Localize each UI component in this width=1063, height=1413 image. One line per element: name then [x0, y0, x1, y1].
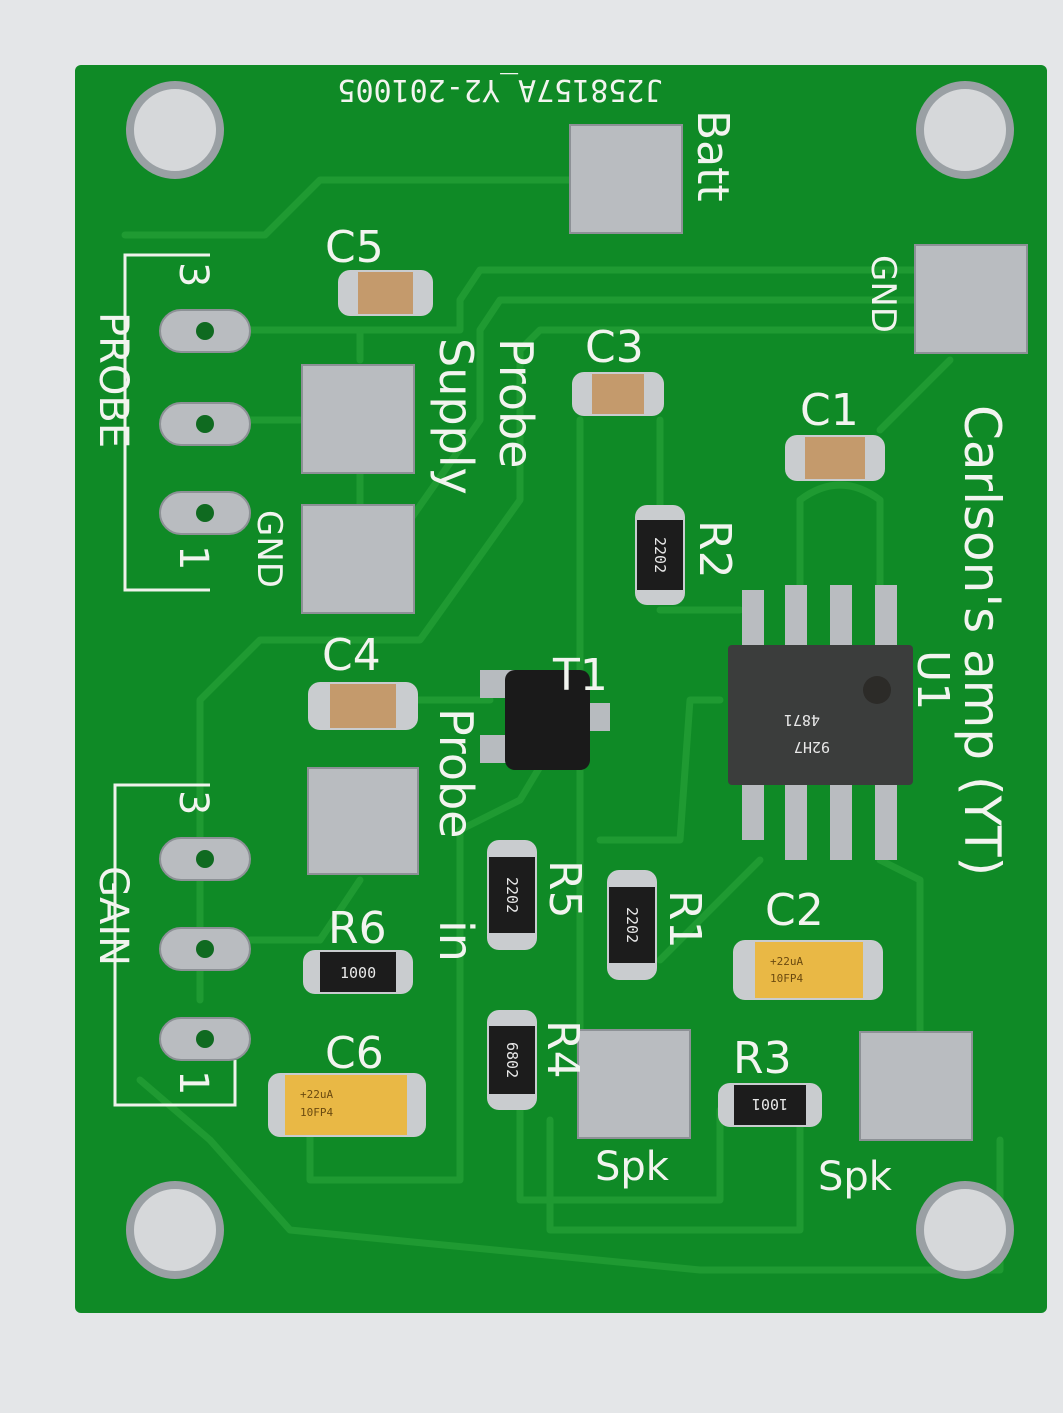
probe-header-pads: [159, 309, 251, 535]
refdes-r1: R1: [659, 890, 710, 949]
refdes-r4: R4: [537, 1020, 588, 1079]
r4-marking: 6802: [503, 1042, 521, 1078]
r6-marking: 1000: [340, 964, 376, 982]
u1-marking-2: 92H7: [794, 738, 830, 756]
refdes-r3: R3: [733, 1033, 792, 1084]
refdes-c5: C5: [325, 222, 384, 273]
c2-marking-2: 10FP4: [770, 972, 803, 985]
label-gnd-probe: GND: [249, 510, 289, 588]
ceramic-capacitors: [308, 270, 885, 730]
resistors: 2202 2202 2202 6802 1000 1001: [303, 505, 822, 1127]
label-probe-supply-2: Supply: [429, 338, 483, 495]
label-gnd-top: GND: [863, 255, 903, 333]
gain-connector-outline: [113, 783, 237, 1107]
probe-gnd-pad: [301, 504, 415, 614]
refdes-c6: C6: [325, 1028, 384, 1079]
label-probe: PROBE: [90, 312, 136, 448]
c6-marking: +22uA: [300, 1088, 333, 1101]
spk-pad-2: [859, 1031, 973, 1141]
refdes-r6: R6: [328, 903, 387, 954]
part-number: J258157A_Y2-201005: [337, 72, 662, 107]
label-pin1-gain: 1: [170, 1070, 216, 1095]
mounting-hole-top-left: [126, 81, 224, 179]
refdes-c2: C2: [765, 885, 824, 936]
refdes-r5: R5: [539, 860, 590, 919]
label-pin1-probe: 1: [170, 545, 216, 570]
mounting-hole-bottom-left: [126, 1181, 224, 1279]
refdes-u1: U1: [907, 650, 958, 710]
u1-marking: 4871: [784, 711, 820, 729]
label-pin3-gain: 3: [170, 790, 216, 815]
mounting-hole-top-right: [916, 81, 1014, 179]
transistor-t1: [480, 670, 610, 770]
mounting-hole-bottom-right: [916, 1181, 1014, 1279]
label-spk-1: Spk: [595, 1144, 670, 1190]
probe-connector-outline: [123, 253, 210, 592]
tantalum-capacitor-c2: +22uA 10FP4: [733, 940, 883, 1000]
gnd-pad: [914, 244, 1028, 354]
r3-marking: 1001: [752, 1095, 788, 1113]
label-gain: GAIN: [90, 866, 136, 966]
r1-marking: 2202: [623, 907, 641, 943]
probe-in-pad: [307, 767, 419, 875]
label-probe-supply-1: Probe: [489, 338, 543, 468]
c6-marking-2: 10FP4: [300, 1106, 333, 1119]
refdes-t1: T1: [552, 650, 608, 701]
label-pin3-probe: 3: [170, 262, 216, 287]
label-spk-2: Spk: [818, 1154, 893, 1200]
tantalum-capacitor-c6: +22uA 10FP4: [268, 1073, 426, 1137]
refdes-r2: R2: [689, 520, 740, 579]
board-title: Carlson's amp (YT): [953, 405, 1011, 876]
spk-pad-1: [577, 1029, 691, 1139]
r5-marking: 2202: [503, 877, 521, 913]
refdes-c3: C3: [585, 322, 644, 373]
probe-supply-pad: [301, 364, 415, 474]
c2-marking: +22uA: [770, 955, 803, 968]
label-probe-in-2: in: [429, 920, 483, 962]
r2-marking: 2202: [651, 537, 669, 573]
mounting-holes: [126, 81, 1014, 1279]
refdes-c4: C4: [322, 630, 381, 681]
gain-header-pads: [159, 837, 251, 1061]
label-batt: Batt: [687, 110, 738, 202]
solder-pads: [301, 124, 1028, 1141]
refdes-c1: C1: [800, 385, 859, 436]
ic-u1: 4871 92H7: [728, 585, 913, 860]
batt-pad: [569, 124, 683, 234]
label-probe-in-1: Probe: [429, 708, 483, 838]
